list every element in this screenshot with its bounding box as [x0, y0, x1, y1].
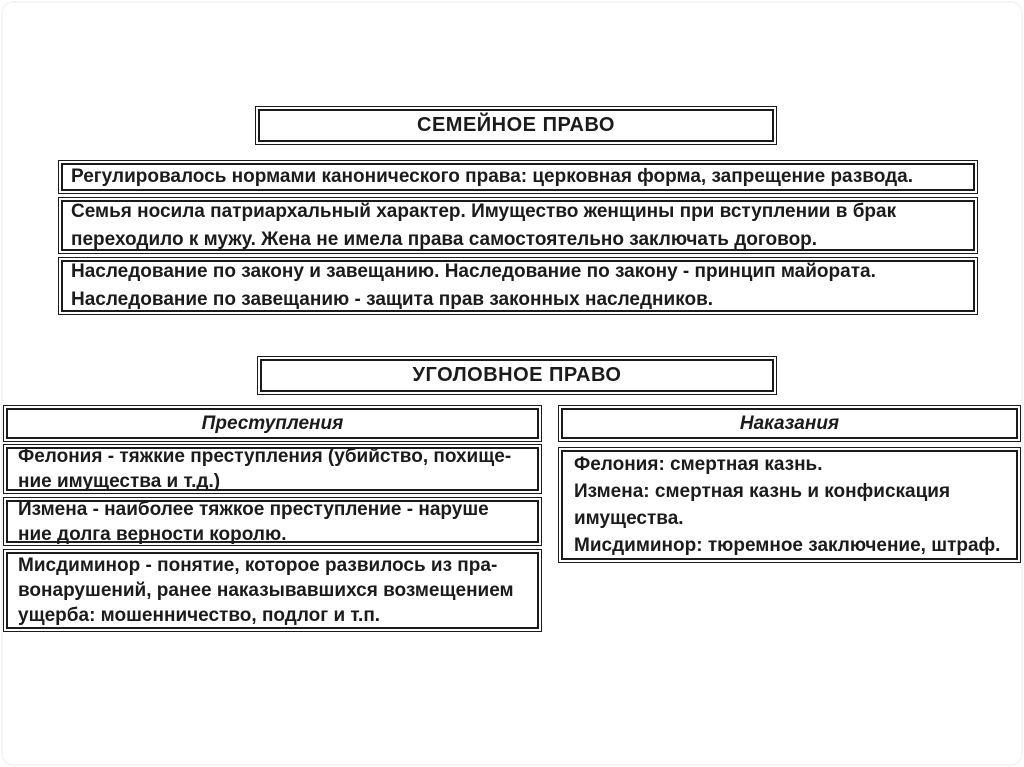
punishments-inner-border: Фелония: смертная казнь. Измена: смертна…	[561, 450, 1018, 560]
crime-inner-border: Мисдиминор - понятие, которое развилось …	[6, 552, 539, 629]
crime-inner-border: Измена - наиболее тяжкое преступление - …	[6, 499, 539, 545]
crime-inner-border: Фелония - тяжкие преступления (убийство,…	[6, 446, 539, 492]
crimes-column-header: Преступления	[201, 412, 344, 434]
family-law-statement-text: Наследование по закону и завещанию. Насл…	[71, 261, 876, 310]
family-law-title-inner-border: СЕМЕЙНОЕ ПРАВО	[258, 109, 774, 142]
punishments-list-text: Фелония: смертная казнь. Измена: смертна…	[574, 454, 1001, 556]
statement-inner-border: Семья носила патриархальный характер. Им…	[61, 200, 975, 251]
family-law-title-box: СЕМЕЙНОЕ ПРАВО	[255, 106, 777, 145]
family-law-statement-patriarchal: Семья носила патриархальный характер. Им…	[58, 197, 978, 254]
family-law-title: СЕМЕЙНОЕ ПРАВО	[417, 114, 615, 136]
family-law-statement-text: Семья носила патриархальный характер. Им…	[71, 200, 897, 250]
criminal-law-title-inner-border: УГОЛОВНОЕ ПРАВО	[260, 359, 774, 392]
family-law-statement-text: Регулировалось нормами канонического пра…	[71, 166, 913, 187]
crime-felony-text: Фелония - тяжкие преступления (убийство,…	[18, 446, 512, 492]
crime-felony-box: Фелония - тяжкие преступления (убийство,…	[3, 444, 542, 494]
family-law-statement-canonical: Регулировалось нормами канонического пра…	[58, 160, 978, 194]
crimes-column-header-box: Преступления	[3, 405, 542, 442]
family-law-statement-inheritance: Наследование по закону и завещанию. Насл…	[58, 257, 978, 315]
crime-misdemeanor-text: Мисдиминор - понятие, которое развилось …	[18, 555, 514, 626]
crime-treason-box: Измена - наиболее тяжкое преступление - …	[3, 497, 542, 546]
punishments-column-header: Наказания	[739, 412, 840, 434]
criminal-law-title: УГОЛОВНОЕ ПРАВО	[412, 364, 622, 386]
statement-inner-border: Наследование по закону и завещанию. Насл…	[61, 260, 975, 312]
punishments-list-box: Фелония: смертная казнь. Измена: смертна…	[558, 447, 1021, 563]
header-inner-border: Преступления	[6, 408, 539, 439]
header-inner-border: Наказания	[561, 408, 1018, 439]
criminal-law-title-box: УГОЛОВНОЕ ПРАВО	[257, 356, 777, 395]
crime-treason-text: Измена - наиболее тяжкое преступление - …	[18, 498, 489, 545]
statement-inner-border: Регулировалось нормами канонического пра…	[61, 163, 975, 191]
crime-misdemeanor-box: Мисдиминор - понятие, которое развилось …	[3, 549, 542, 632]
punishments-column-header-box: Наказания	[558, 405, 1021, 442]
